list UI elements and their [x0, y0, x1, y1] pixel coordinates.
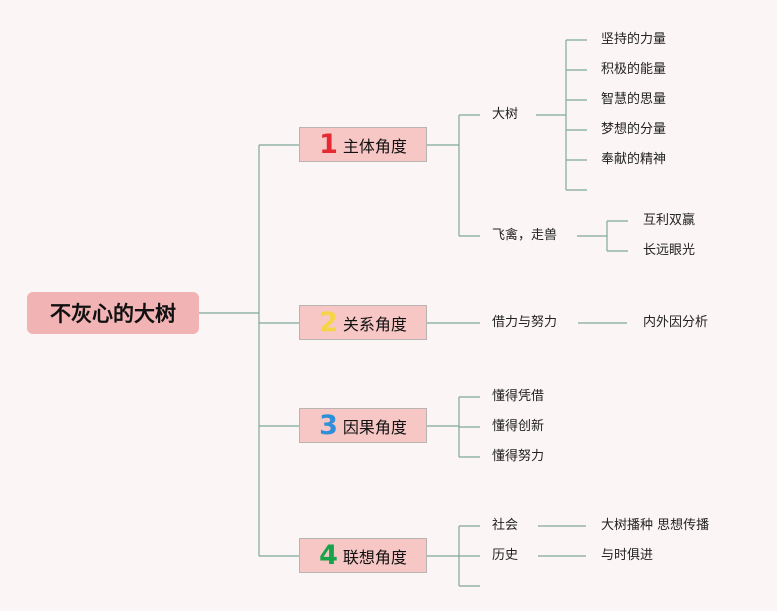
connector-b4: [427, 525, 480, 587]
branch-number-1: 1: [319, 129, 338, 160]
node-tree-leaf-5[interactable]: 奉献的精神: [601, 152, 667, 167]
connector-b1-animals: [577, 220, 628, 252]
branch-label-4: 联想角度: [342, 547, 407, 567]
node-cause-leaf-1[interactable]: 懂得凭借: [492, 389, 545, 404]
node-animals-leaf-2[interactable]: 长远眼光: [643, 243, 696, 258]
node-cause-leaf-2[interactable]: 懂得创新: [492, 419, 545, 434]
node-birds-beasts[interactable]: 飞禽，走兽: [492, 228, 558, 243]
connector-b1-tree: [536, 39, 587, 191]
connector-b4-leaves: [538, 525, 586, 557]
root-node[interactable]: 不灰心的大树: [27, 292, 199, 334]
branch-label-1: 主体角度: [342, 136, 407, 156]
branch-label-2: 关系角度: [342, 314, 407, 334]
node-tree-leaf-1[interactable]: 坚持的力量: [601, 32, 667, 47]
node-animals-leaf-1[interactable]: 互利双赢: [643, 213, 696, 228]
node-big-tree[interactable]: 大树: [492, 107, 519, 122]
branch-node-4[interactable]: 4 联想角度: [299, 538, 427, 573]
node-history[interactable]: 历史: [492, 548, 519, 563]
branch-node-2[interactable]: 2 关系角度: [299, 305, 427, 340]
branch-number-3: 3: [319, 410, 338, 441]
connector-b3: [427, 396, 480, 458]
branch-number-2: 2: [319, 307, 338, 338]
node-society-leaf[interactable]: 大树播种 思想传播: [601, 518, 710, 533]
branch-label-3: 因果角度: [342, 417, 407, 437]
root-label: 不灰心的大树: [50, 302, 176, 326]
node-borrow-effort[interactable]: 借力与努力: [492, 315, 558, 330]
connector-b1: [427, 114, 480, 237]
branch-number-4: 4: [319, 540, 338, 571]
node-cause-leaf-3[interactable]: 懂得努力: [492, 449, 545, 464]
node-internal-external[interactable]: 内外因分析: [643, 315, 709, 330]
branch-node-1[interactable]: 1 主体角度: [299, 127, 427, 162]
node-society[interactable]: 社会: [492, 518, 519, 533]
node-history-leaf[interactable]: 与时俱进: [601, 548, 654, 563]
node-tree-leaf-4[interactable]: 梦想的分量: [601, 122, 667, 137]
node-tree-leaf-2[interactable]: 积极的能量: [601, 62, 667, 77]
node-tree-leaf-3[interactable]: 智慧的思量: [601, 92, 667, 107]
branch-node-3[interactable]: 3 因果角度: [299, 408, 427, 443]
